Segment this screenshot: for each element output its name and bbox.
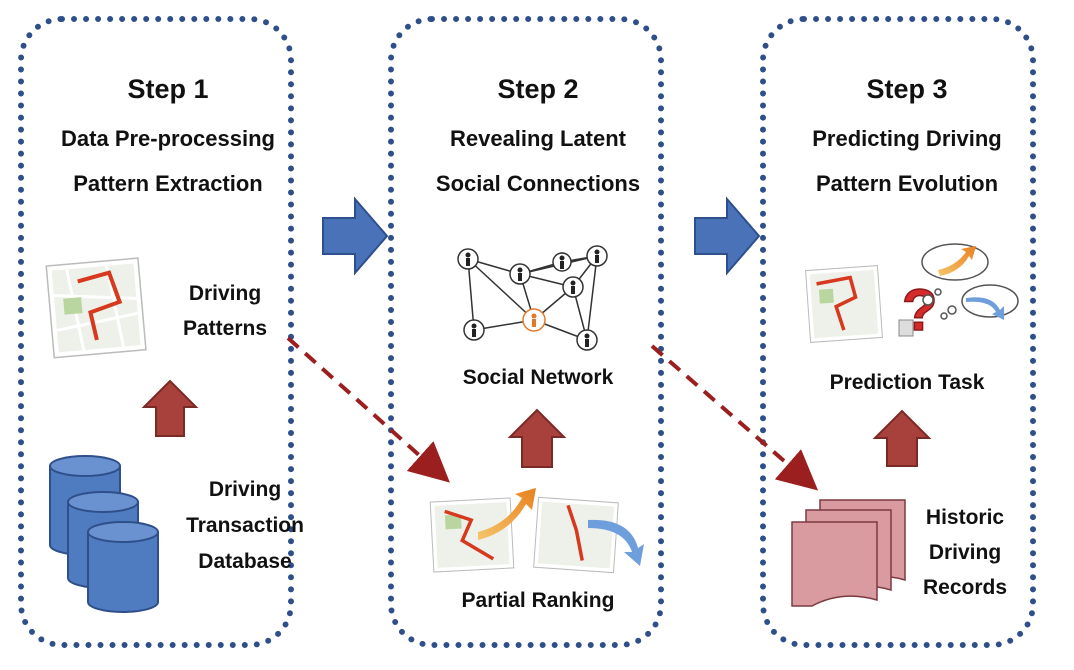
step-2-title: Step 2 [497,74,579,104]
prediction-task-label: Prediction Task [829,371,985,394]
dashed-arrow-1-icon [286,336,450,483]
flow-arrow-2-icon [694,196,761,276]
map-thumbnail-icon [45,257,147,359]
cloud-down-arrow-icon [966,297,1004,320]
driving-patterns-label-2: Patterns [182,317,268,340]
driving-patterns-label-1: Driving [188,282,262,305]
database-label-2: Transaction [186,514,304,537]
step-2-panel [388,16,664,648]
records-stack-icon [791,499,906,607]
step-2-subtitle-line2: Social Connections [435,171,641,196]
ranking-map-1-icon [429,497,515,573]
prediction-map-icon [805,265,883,343]
step-3-panel [760,16,1036,648]
flow-arrow-1-icon [322,196,389,276]
database-label-3: Database [198,550,292,573]
step-1-title: Step 1 [127,74,209,104]
down-ranking-arrow-icon [588,519,644,566]
partial-ranking-label: Partial Ranking [461,589,615,612]
database-label-1: Driving [208,478,282,501]
step-3-title: Step 3 [866,74,948,104]
historic-label-3: Records [922,576,1008,599]
cloud-up-arrow-icon [938,246,976,276]
historic-label-1: Historic [925,506,1005,529]
step-3-subtitle-line2: Pattern Evolution [815,171,999,196]
step-2-subtitle-line1: Revealing Latent [449,126,627,151]
question-mark-icon: ? [898,277,938,344]
dashed-arrow-2-icon [650,344,819,491]
historic-label-2: Driving [928,541,1002,564]
up-arrow-step3-icon [872,409,932,467]
database-icon [49,455,159,613]
social-network-icon [457,245,608,351]
step-1-subtitle-line1: Data Pre-processing [61,126,275,151]
social-network-label: Social Network [462,366,614,389]
up-arrow-step1-icon [141,379,199,437]
up-arrow-step2-icon [507,408,567,468]
step-1-subtitle-line2: Pattern Extraction [73,171,263,196]
step-3-subtitle-line1: Predicting Driving [812,126,1002,151]
ranking-map-2-icon [533,496,619,574]
step-1-panel [18,16,294,648]
up-ranking-arrow-icon [478,488,536,540]
